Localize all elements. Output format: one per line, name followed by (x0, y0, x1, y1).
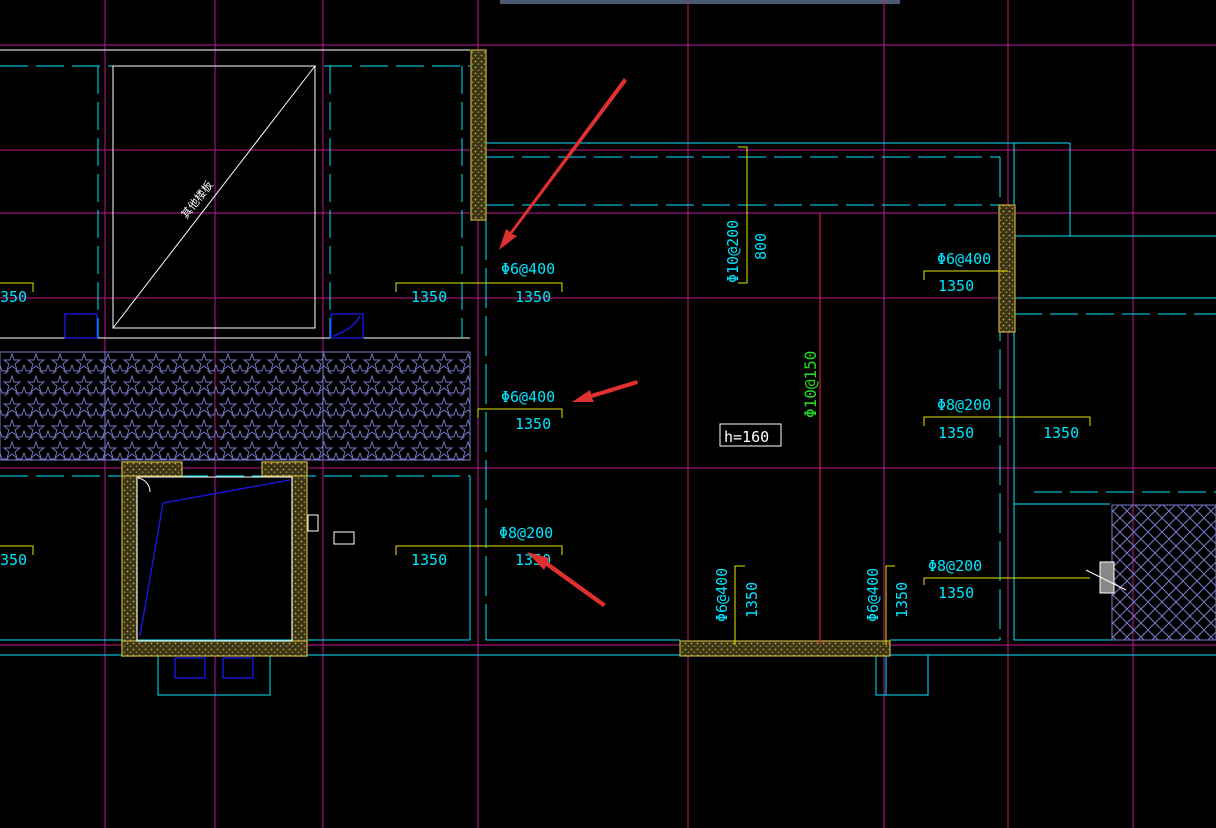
slab-thickness-label: h=160 (724, 428, 769, 446)
rebar-label-right-mid: Φ8@200 (937, 396, 991, 414)
rebar-label-bottom-mid: Φ8@200 (499, 524, 553, 542)
dim-left-edge-top: 350 (0, 288, 27, 306)
top-panel-strip (500, 0, 900, 4)
rebar-label-top-mid: Φ6@400 (501, 260, 555, 278)
slab-thickness-box (719, 423, 782, 447)
cross-hatch-area (1111, 504, 1216, 641)
structural-walls (121, 49, 1016, 657)
elevator-shaft (136, 476, 293, 642)
arrow-2 (572, 380, 638, 402)
dim-top-mid: 1350 (515, 288, 551, 306)
dim-right-bottom: 1350 (938, 584, 974, 602)
main-bar-vertical-label: Φ10@150 (801, 351, 820, 418)
rebar-label-right-bottom: Φ8@200 (928, 557, 982, 575)
arrow-3 (527, 552, 606, 607)
rebar-label-vertical-bottom-a: Φ6@400 (713, 568, 731, 622)
dim-vertical-bottom-a: 1350 (743, 582, 761, 618)
door-symbols (64, 313, 364, 679)
slab-void-opening (112, 65, 316, 329)
rebar-label-vertical-bottom-b: Φ6@400 (864, 568, 882, 622)
dim-left-top: 1350 (411, 288, 447, 306)
dim-right-mid-a: 1350 (938, 424, 974, 442)
hatched-band (0, 351, 471, 461)
dim-vertical-bottom-b: 1350 (893, 582, 911, 618)
column-symbol (1085, 561, 1127, 594)
small-fixtures (307, 514, 355, 545)
dim-left-edge-bottom: 350 (0, 551, 27, 569)
rebar-label-right-top: Φ6@400 (937, 250, 991, 268)
void-mark-label: 其他楼板 (178, 178, 216, 221)
annotation-arrows (499, 78, 638, 607)
rebar-extent-lines (0, 146, 1091, 645)
rebar-label-vertical-top: Φ10@200 (724, 220, 742, 283)
arrow-1 (499, 78, 627, 250)
dim-vertical-top: 800 (752, 233, 770, 260)
dim-mid-left: 1350 (515, 415, 551, 433)
dim-right-top: 1350 (938, 277, 974, 295)
rebar-label-mid-left: Φ6@400 (501, 388, 555, 406)
dim-right-mid-b: 1350 (1043, 424, 1079, 442)
dim-left-bottom: 1350 (411, 551, 447, 569)
axis-grid-white (0, 49, 470, 339)
